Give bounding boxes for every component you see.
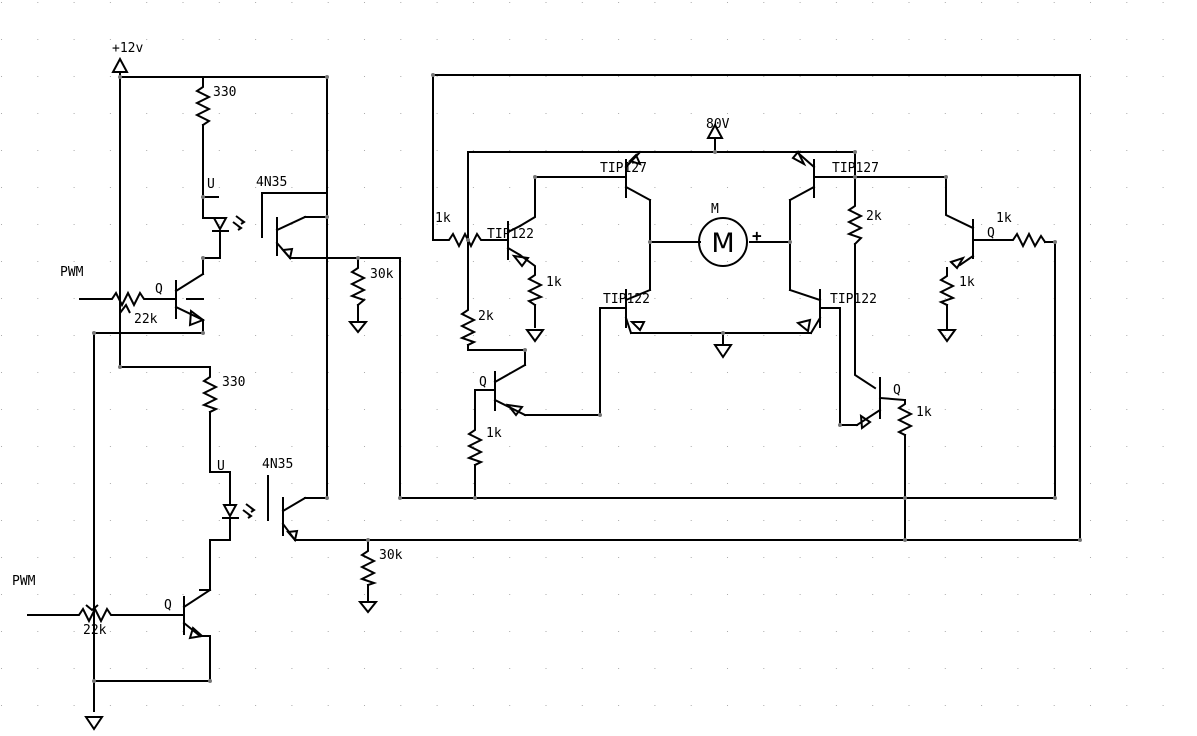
pwm-top-label: PWM [60, 265, 84, 280]
resistor-330-top-label: 330 [213, 85, 236, 100]
resistor-30k-top-label: 30k [370, 267, 394, 282]
q-left-bottom-label: Q [164, 598, 172, 613]
opto-transistor-top: 4N35 [256, 175, 307, 261]
r1k-input-left-label: 1k [435, 211, 451, 226]
ground-emitter-left [525, 329, 545, 343]
resistor-30k-bottom: 30k [359, 544, 403, 587]
ground-hbridge [713, 344, 733, 359]
r1k-emitter-left-label: 1k [546, 275, 562, 290]
resistor-2k-left: 2k [459, 304, 494, 347]
q-right-top-label: Q [987, 226, 995, 241]
q-mid-right-label: Q [893, 383, 901, 398]
led-bottom-label: U [217, 459, 225, 474]
junction-dots [92, 73, 1082, 683]
opto-top-label: 4N35 [256, 175, 287, 190]
transistor-q-mid-left: Q [474, 363, 527, 417]
opto-transistor-bottom: 4N35 [262, 457, 307, 543]
pot-22k-bottom-label: 22k [83, 623, 107, 638]
q-left-top-label: Q [155, 282, 163, 297]
resistor-330-bottom-label: 330 [222, 375, 245, 390]
pot-22k-top-label: 22k [134, 312, 158, 327]
supply-12v-label: +12v [112, 41, 143, 56]
resistor-30k-top: 30k [349, 261, 394, 307]
ground-emitter-right [937, 329, 957, 343]
motor: M M + [698, 202, 762, 267]
transistor-q-right-top: Q [949, 219, 995, 270]
tip122-lower-left-label: TIP122 [603, 292, 650, 307]
tip122-upper-left-label: TIP122 [487, 227, 534, 242]
resistor-330-bottom: 330 [201, 371, 245, 414]
r1k-emitter-right-label: 1k [959, 275, 975, 290]
resistor-1k-emitter-left: 1k [526, 269, 562, 307]
led-top-label: U [207, 177, 215, 192]
transistor-tip127-right: TIP127 [788, 150, 879, 202]
motor-label: M [711, 202, 719, 217]
motor-plus-label: + [752, 226, 762, 245]
supply-80v: 80V [706, 117, 730, 153]
r2k-right-label: 2k [866, 209, 882, 224]
led-top: U [207, 177, 246, 232]
transistor-q-left-bottom: Q [164, 588, 212, 640]
left-wires [27, 71, 1081, 712]
resistor-1k-input-right: 1k [996, 211, 1047, 249]
transistor-tip122-lower-left: TIP122 [603, 288, 652, 335]
resistor-2k-right: 2k [846, 199, 882, 246]
ground-30k-top [347, 319, 369, 334]
ground-left [84, 716, 104, 731]
tip127-right-label: TIP127 [832, 161, 879, 176]
r1k-input-right-label: 1k [996, 211, 1012, 226]
opto-bottom-label: 4N35 [262, 457, 293, 472]
ground-30k-bottom [357, 601, 379, 614]
q-mid-left-label: Q [479, 375, 487, 390]
transistor-tip127-left: TIP127 [600, 150, 652, 202]
tip122-lower-right-label: TIP122 [830, 292, 877, 307]
led-bottom: U [217, 459, 256, 519]
r2k-left-label: 2k [478, 309, 494, 324]
transistor-tip122-upper-left: TIP122 [487, 221, 534, 268]
r1k-mid-left-label: 1k [486, 426, 502, 441]
r1k-mid-right-label: 1k [916, 405, 932, 420]
motor-symbol: M [711, 228, 734, 259]
tip127-left-label: TIP127 [600, 161, 647, 176]
transistor-tip122-lower-right: TIP122 [788, 288, 877, 335]
transistor-q-mid-right: Q [855, 377, 907, 430]
resistor-330-top: 330 [194, 81, 236, 127]
pot-22k-top: 22k [107, 290, 158, 327]
transistor-q-left-top: Q [155, 272, 206, 327]
pwm-bottom-label: PWM [12, 574, 36, 589]
supply-80v-label: 80V [706, 117, 730, 132]
resistor-1k-input-left: 1k [435, 211, 488, 249]
resistor-1k-mid-right: 1k [896, 399, 932, 437]
resistor-30k-bottom-label: 30k [379, 548, 403, 563]
pot-22k-bottom: 22k [74, 604, 116, 638]
resistor-1k-emitter-right: 1k [938, 271, 975, 307]
resistor-1k-mid-left: 1k [466, 424, 502, 467]
